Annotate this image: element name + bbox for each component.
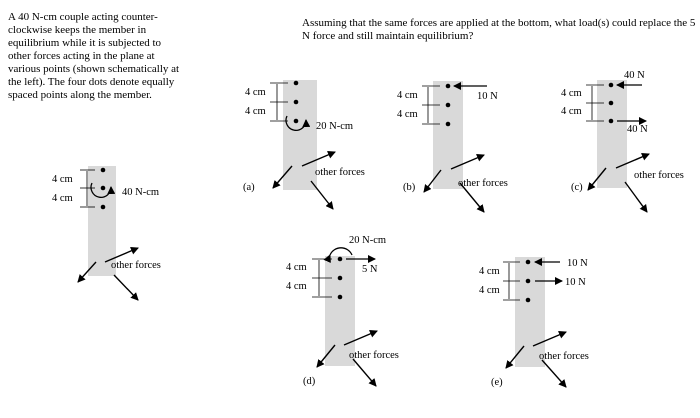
dim-label: 4 cm (397, 90, 418, 101)
other-forces-label: other forces (539, 351, 589, 362)
dim-label: 4 cm (245, 87, 266, 98)
load-label: 5 N (362, 264, 378, 275)
dim-label: 4 cm (479, 266, 500, 277)
dim-label: 4 cm (52, 193, 73, 204)
load-label: 20 N-cm (316, 121, 353, 132)
dim-label: 4 cm (52, 174, 73, 185)
dim-label: 4 cm (479, 285, 500, 296)
option-e: 4 cm 4 cm 10 N 10 N (e) other forces (479, 257, 589, 388)
couple-arrow-icon (90, 182, 116, 198)
option-a: 4 cm 4 cm 20 N-cm (a) other forces (243, 80, 365, 210)
dim-label: 4 cm (286, 262, 307, 273)
dim-label: 4 cm (245, 106, 266, 117)
member-bar (433, 81, 463, 189)
point-dot (608, 100, 614, 106)
point-dot (293, 99, 299, 105)
point-dot (445, 102, 451, 108)
dimension-lines (270, 82, 288, 122)
dimension-lines (422, 85, 440, 125)
point-dot (337, 256, 343, 262)
point-dot (608, 118, 614, 124)
option-letter: (a) (243, 182, 255, 193)
load-label: 40 N (624, 70, 645, 81)
point-dot (445, 121, 451, 127)
point-dot (525, 278, 531, 284)
point-dot (525, 297, 531, 303)
load-label: 10 N (567, 258, 588, 269)
option-b: 4 cm 4 cm 10 N (b) other forces (397, 81, 508, 213)
point-dot (100, 204, 106, 210)
dim-label: 4 cm (397, 109, 418, 120)
other-forces-label: other forces (315, 167, 365, 178)
other-forces-arrows (316, 330, 378, 387)
load-label: 10 N (565, 277, 586, 288)
option-letter: (e) (491, 377, 503, 388)
other-forces-label: other forces (458, 178, 508, 189)
point-dot (445, 83, 451, 89)
member-bar (283, 80, 317, 190)
member-bar (325, 256, 355, 366)
couple-label: 40 N-cm (122, 187, 159, 198)
load-label: 10 N (477, 91, 498, 102)
point-dot (293, 80, 299, 86)
point-dot (100, 185, 106, 191)
other-forces-arrows (587, 153, 650, 213)
point-dot (608, 82, 614, 88)
option-letter: (d) (303, 376, 316, 387)
point-dot (525, 259, 531, 265)
dimension-lines (312, 258, 332, 298)
couple-arrow-icon (323, 247, 353, 264)
point-dot (100, 167, 106, 173)
member-bar (88, 166, 116, 276)
dimension-lines (503, 261, 520, 301)
point-dot (293, 118, 299, 124)
intro-text: A 40 N-cm couple acting counter-clockwis… (8, 11, 180, 101)
dimension-lines (586, 84, 604, 122)
other-forces-label: other forces (634, 170, 684, 181)
question-text: Assuming that the same forces are applie… (302, 17, 696, 42)
member-bar (597, 80, 627, 188)
option-c: 4 cm 4 cm 40 N 40 N (c) other forces (561, 70, 684, 213)
main-member: 4 cm 4 cm 40 N-cm other forces (52, 166, 161, 301)
option-d: 4 cm 4 cm 20 N-cm 5 N (d) other forces (286, 235, 399, 387)
other-forces-arrows (423, 154, 485, 213)
member-bar (515, 257, 545, 367)
other-forces-label: other forces (111, 260, 161, 271)
option-letter: (c) (571, 182, 583, 193)
dim-label: 4 cm (561, 106, 582, 117)
load-label: 20 N-cm (349, 235, 386, 246)
dim-label: 4 cm (561, 88, 582, 99)
other-forces-arrows (272, 151, 336, 210)
point-dot (337, 294, 343, 300)
dim-label: 4 cm (286, 281, 307, 292)
other-forces-arrows (77, 247, 139, 301)
other-forces-label: other forces (349, 350, 399, 361)
dimension-lines (80, 169, 95, 208)
couple-arrow-icon (285, 115, 311, 131)
point-dot (337, 275, 343, 281)
load-label: 40 N (627, 124, 648, 135)
option-letter: (b) (403, 182, 416, 193)
other-forces-arrows (505, 331, 567, 388)
